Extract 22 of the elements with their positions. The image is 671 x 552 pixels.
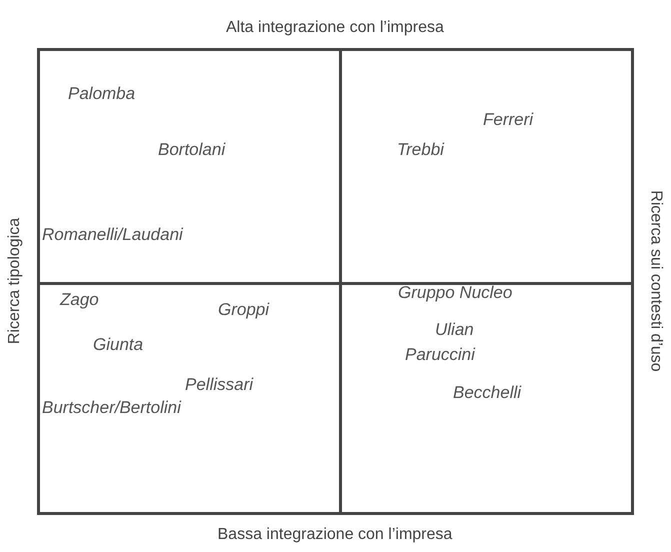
axis-label: Alta integrazione con l’impresa (226, 18, 444, 38)
quadrant-box (37, 48, 342, 285)
author-name: Giunta (93, 335, 144, 355)
author-name: Pellissari (185, 375, 254, 395)
author-name: Paruccini (405, 345, 475, 365)
author-name: Ulian (435, 320, 474, 340)
axis-label: Ricerca tipologica (5, 218, 24, 344)
author-name: Palomba (68, 84, 136, 104)
author-name: Zago (60, 290, 99, 310)
quadrant-box (339, 48, 634, 285)
author-name: Romanelli/Laudani (42, 225, 183, 245)
author-name: Bortolani (158, 140, 226, 160)
axis-label: Bassa integrazione con l’impresa (218, 525, 452, 545)
axis-label: Ricerca sui contesti d’uso (646, 190, 666, 372)
author-name: Ferreri (483, 110, 534, 130)
author-name: Groppi (218, 300, 270, 320)
author-name: Becchelli (453, 383, 522, 403)
author-name: Trebbi (397, 140, 444, 160)
author-name: Burtscher/Bertolini (42, 398, 181, 418)
quadrant-box (37, 282, 342, 515)
author-name: Gruppo Nucleo (398, 283, 512, 303)
quadrant-box (339, 282, 634, 515)
